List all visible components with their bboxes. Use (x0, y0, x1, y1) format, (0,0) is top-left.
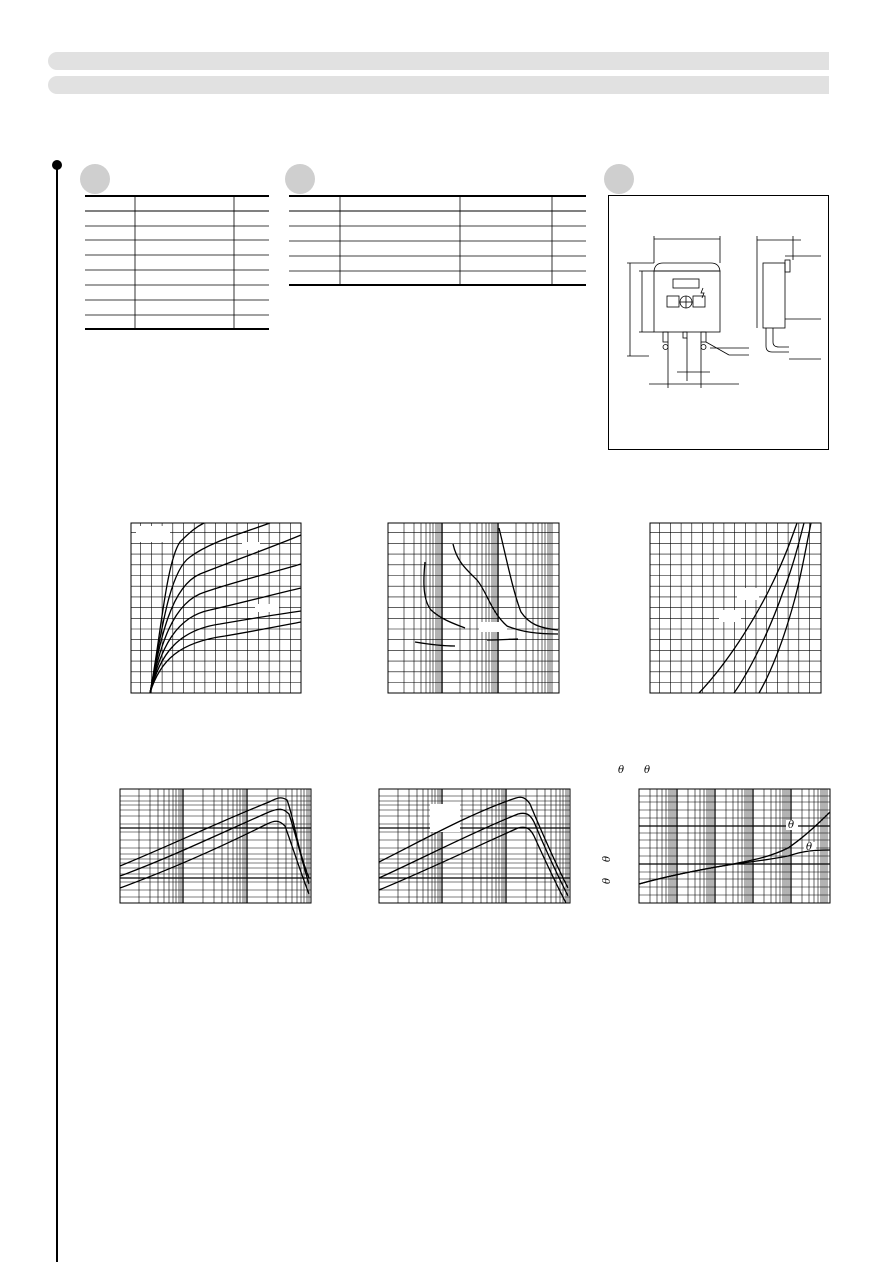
ratings-table (85, 195, 269, 332)
package-outline-box (608, 195, 829, 450)
graph-legend-box (136, 526, 170, 542)
header-band-bottom (48, 76, 829, 94)
header-band-top (48, 52, 829, 70)
timeline-dot (52, 160, 62, 170)
section-marker-2 (285, 164, 315, 194)
theta-curve-label-2: θ (806, 842, 813, 853)
theta-axis-label-2: θ (602, 877, 614, 885)
characteristics-table (289, 195, 586, 288)
section-marker-1 (80, 164, 110, 194)
graph-on-resistance (387, 522, 560, 694)
graph-characteristics-4 (119, 788, 312, 904)
graph-output-characteristics (130, 522, 302, 694)
theta-curve-label-1: θ (788, 820, 795, 831)
graph-thermal-impedance (638, 788, 831, 904)
timeline-line (56, 166, 58, 1262)
section-marker-3 (604, 164, 634, 194)
theta-axis-label-1: θ (602, 855, 614, 863)
graph-transfer-characteristics (649, 522, 822, 694)
theta-label-b: θ (644, 765, 651, 776)
theta-label-a: θ (618, 765, 625, 776)
package-drawing (627, 236, 821, 388)
graph-characteristics-5 (378, 788, 571, 904)
